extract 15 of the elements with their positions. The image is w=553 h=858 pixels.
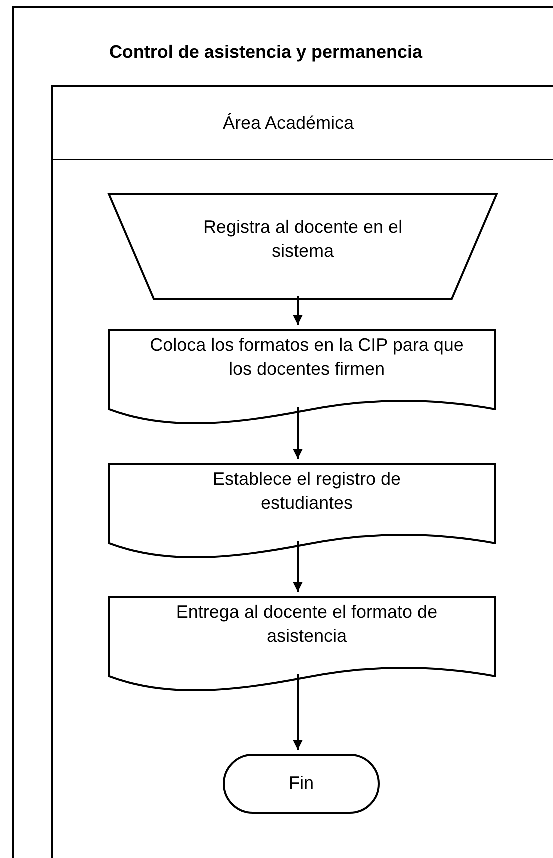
pool-header-text: Control de asistencia y permanencia	[108, 41, 424, 64]
manual-operation-shape	[108, 193, 498, 300]
arrow	[293, 407, 303, 459]
terminator-shape	[223, 754, 380, 814]
step-text: Registra al docente en el sistema	[203, 216, 403, 263]
arrow	[293, 541, 303, 592]
arrow	[293, 674, 303, 750]
lane-title: Área Académica	[222, 112, 356, 135]
step-text: Entrega al docente el formato de asistencia	[175, 601, 439, 648]
step-text: Establece el registro de estudiantes	[212, 468, 402, 515]
pool-frame	[12, 6, 553, 858]
swimlane	[51, 85, 553, 858]
step-text: Fin	[288, 772, 315, 795]
step-text: Coloca los formatos en la CIP para que los docentes firmen	[149, 334, 465, 381]
arrow	[293, 296, 303, 325]
